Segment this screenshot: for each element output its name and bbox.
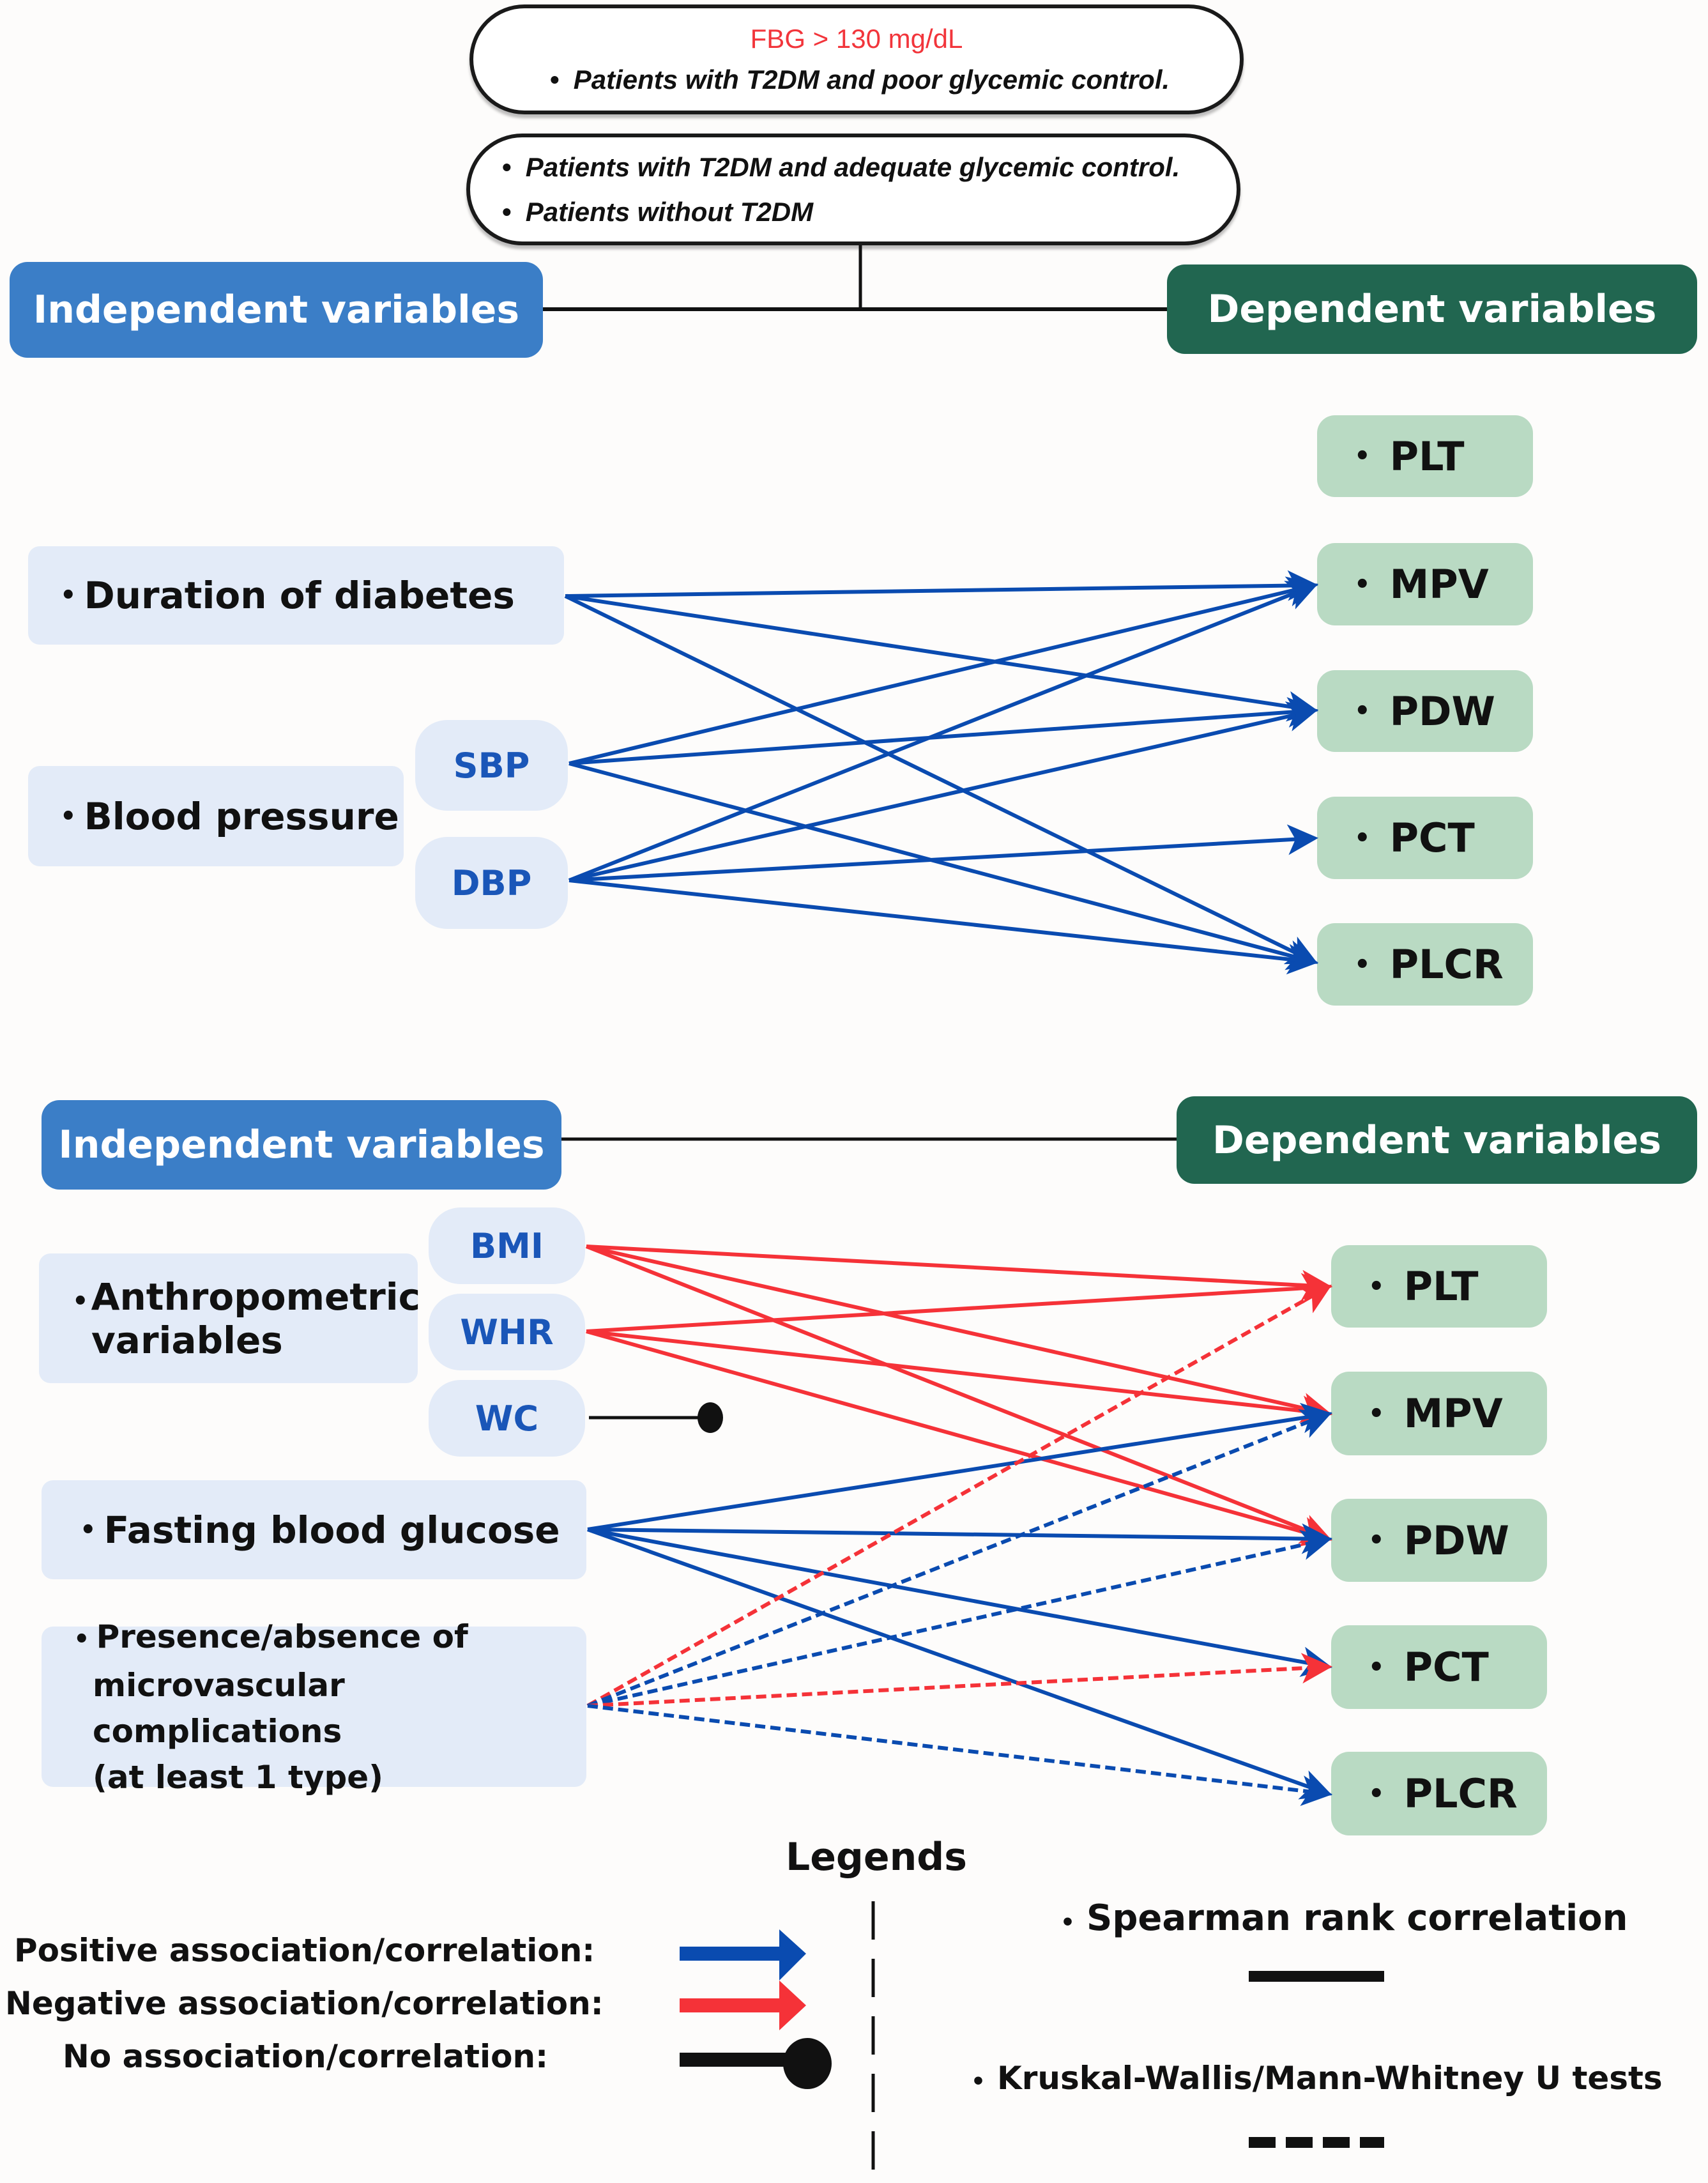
p1-pct-box: •PCT [1317, 797, 1533, 879]
p2-link-microvascular-complications-to-pct [587, 1653, 1332, 1708]
p2-link-bmi-to-mpv [586, 1245, 1332, 1423]
dbp-box: DBP [415, 837, 568, 929]
p1-link-sbp-to-plcr [568, 762, 1318, 970]
comparison-item: •Patients without T2DM [502, 196, 814, 227]
p2-link-bmi-to-plt [586, 1245, 1332, 1301]
legend-none-label: No association/correlation: [63, 2038, 549, 2075]
legend-no-association-icon [680, 2038, 832, 2089]
duration-of-diabetes-box: •Duration of diabetes [28, 546, 564, 645]
association-links [564, 570, 1332, 1806]
p2-link-fasting-blood-glucose-to-mpv [587, 1402, 1332, 1531]
p1-link-dbp-to-pdw [568, 701, 1318, 882]
p1-pdw-box: •PDW [1317, 670, 1533, 752]
bmi-box: BMI [429, 1207, 585, 1284]
p1-link-sbp-to-pdw [568, 697, 1318, 765]
p2-link-fasting-blood-glucose-to-pct [587, 1528, 1332, 1677]
fbg-threshold: FBG > 130 mg/dL [750, 24, 963, 54]
legend-spearman-label: •Spearman rank correlation [1060, 1897, 1628, 1939]
p1-plt-box: •PLT [1317, 415, 1533, 497]
microvascular-box: •Presence/absence of microvascular compl… [42, 1618, 586, 1796]
p2-plcr-box: •PLCR [1331, 1752, 1547, 1835]
legend-positive-label: Positive association/correlation: [14, 1932, 595, 1969]
legend-solid-line-icon [1249, 1971, 1384, 1982]
legend-negative-arrow-icon [680, 1980, 806, 2030]
p2-mpv-box: •MPV [1331, 1372, 1547, 1455]
poor-control-item: •Patients with T2DM and poor glycemic co… [550, 65, 1170, 95]
p2-link-bmi-to-pdw [585, 1245, 1332, 1543]
panel2-independent-header: Independent variables [42, 1100, 561, 1190]
p2-link-whr-to-plt [586, 1273, 1332, 1333]
whr-box: WHR [429, 1294, 585, 1370]
blood-pressure-box: •Blood pressure [28, 766, 404, 866]
panel1-independent-header: Independent variables [10, 262, 543, 358]
wc-no-association-dot [698, 1402, 723, 1433]
p1-plcr-box: •PLCR [1317, 923, 1533, 1006]
anthropometric-box: •Anthropometric variables [39, 1253, 420, 1383]
p1-link-duration-of-diabetes-to-plcr [564, 594, 1318, 965]
p1-link-sbp-to-mpv [568, 576, 1318, 765]
panel2-dependent-header: Dependent variables [1177, 1096, 1697, 1184]
p1-link-dbp-to-plcr [568, 878, 1318, 975]
p2-pdw-box: •PDW [1331, 1499, 1547, 1582]
comparison-item: •Patients with T2DM and adequate glycemi… [502, 151, 1180, 182]
p2-link-fasting-blood-glucose-to-pdw [587, 1523, 1332, 1554]
p2-link-microvascular-complications-to-mpv [586, 1409, 1332, 1708]
p1-link-duration-of-diabetes-to-pdw [565, 594, 1318, 722]
p1-link-dbp-to-mpv [568, 581, 1318, 882]
wc-box: WC [429, 1380, 585, 1457]
legend-positive-arrow-icon [680, 1929, 806, 1980]
legend-kruskal-label: •Kruskal-Wallis/Mann-Whitney U tests [971, 2060, 1663, 2097]
p2-plt-box: •PLT [1331, 1245, 1547, 1328]
legend-negative-label: Negative association/correlation: [5, 1985, 604, 2022]
comparison-group: •Patients with T2DM and adequate glycemi… [466, 134, 1240, 245]
sbp-box: SBP [415, 720, 568, 811]
p2-link-whr-to-mpv [586, 1329, 1332, 1427]
legend-dashed-line-icon [1249, 2137, 1384, 2148]
legend-title: Legends [786, 1835, 967, 1880]
p2-link-fasting-blood-glucose-to-plcr [586, 1528, 1332, 1800]
p1-mpv-box: •MPV [1317, 543, 1533, 625]
p2-link-microvascular-complications-to-pdw [587, 1529, 1332, 1708]
p1-link-dbp-to-pct [568, 824, 1318, 882]
p2-link-microvascular-complications-to-plcr [587, 1704, 1332, 1806]
p2-link-whr-to-pdw [586, 1329, 1332, 1547]
fasting-blood-glucose-box: •Fasting blood glucose [42, 1480, 586, 1579]
p2-link-microvascular-complications-to-plt [586, 1285, 1332, 1708]
p1-link-duration-of-diabetes-to-mpv [565, 570, 1318, 601]
poor-control-group: FBG > 130 mg/dL •Patients with T2DM and … [469, 4, 1244, 114]
panel1-dependent-header: Dependent variables [1167, 264, 1697, 354]
p2-pct-box: •PCT [1331, 1625, 1547, 1709]
